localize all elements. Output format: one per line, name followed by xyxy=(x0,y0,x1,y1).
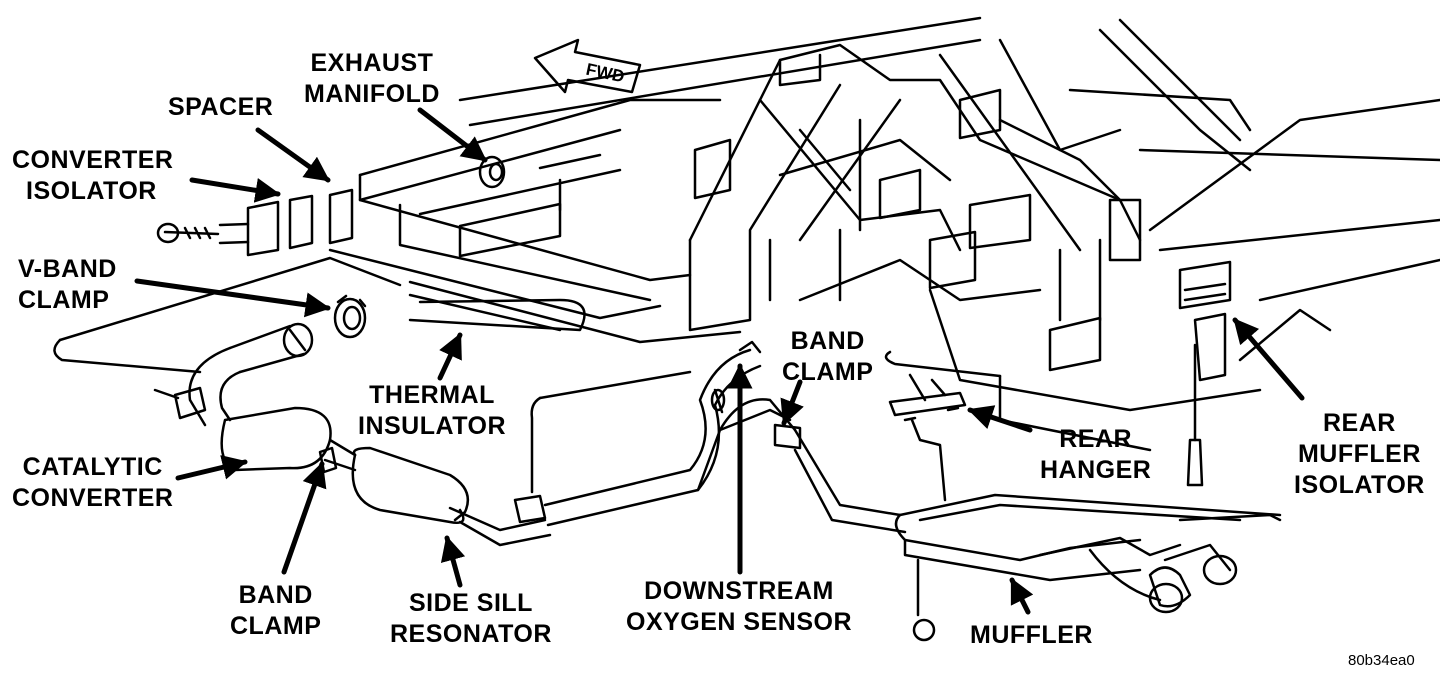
drawing-code: 80b34ea0 xyxy=(1348,652,1415,669)
label-converter-isolator: CONVERTER ISOLATOR xyxy=(12,146,174,205)
arrow-thermal-insulator xyxy=(437,332,463,381)
label-spacer: SPACER xyxy=(168,93,274,121)
front-pipe-and-converter xyxy=(153,322,357,474)
label-rear-hanger: REAR HANGER xyxy=(1040,425,1152,484)
arrow-muffler xyxy=(1009,577,1034,615)
fwd-arrow-shape xyxy=(533,38,642,94)
converter-isolator-assembly xyxy=(156,188,354,257)
label-side-sill-resonator: SIDE SILL RESONATOR xyxy=(390,589,552,648)
underbody-floor xyxy=(53,256,1440,494)
arrow-converter-isolator xyxy=(189,177,281,203)
muffler-body xyxy=(894,493,1282,614)
label-exhaust-manifold: EXHAUST MANIFOLD xyxy=(304,49,440,108)
label-muffler: MUFFLER xyxy=(970,621,1093,649)
arrow-v-band-clamp xyxy=(134,278,331,318)
fwd-text: FWD xyxy=(584,60,626,87)
arrow-band-clamp-rear xyxy=(780,379,804,426)
arrow-spacer xyxy=(255,127,331,183)
label-thermal-insulator: THERMAL INSULATOR xyxy=(358,381,507,440)
arrow-rear-muffler-isolator xyxy=(1232,317,1305,401)
arrow-side-sill-resonator xyxy=(440,535,466,588)
label-band-clamp-front: BAND CLAMP xyxy=(230,581,322,640)
rear-isolator-bracket xyxy=(1178,260,1232,487)
rear-frame xyxy=(688,18,1440,372)
label-downstream-oxygen-sensor: DOWNSTREAM OXYGEN SENSOR xyxy=(626,577,852,636)
label-band-clamp-rear: BAND CLAMP xyxy=(782,327,874,386)
label-v-band-clamp: V-BAND CLAMP xyxy=(18,255,117,314)
rear-hanger xyxy=(888,373,967,642)
arrow-band-clamp-front xyxy=(281,461,327,575)
label-rear-muffler-isolator: REAR MUFFLER ISOLATOR xyxy=(1294,409,1425,499)
arrow-catalytic-converter xyxy=(175,455,248,481)
v-band-clamp xyxy=(333,294,367,339)
label-catalytic-converter: CATALYTIC CONVERTER xyxy=(12,453,174,512)
exhaust-manifold-outlet xyxy=(478,155,506,189)
side-sill-resonator xyxy=(351,446,552,547)
arrow-exhaust-manifold xyxy=(417,107,488,163)
side-sill-rail xyxy=(328,16,982,332)
arrow-rear-hanger xyxy=(967,405,1033,433)
